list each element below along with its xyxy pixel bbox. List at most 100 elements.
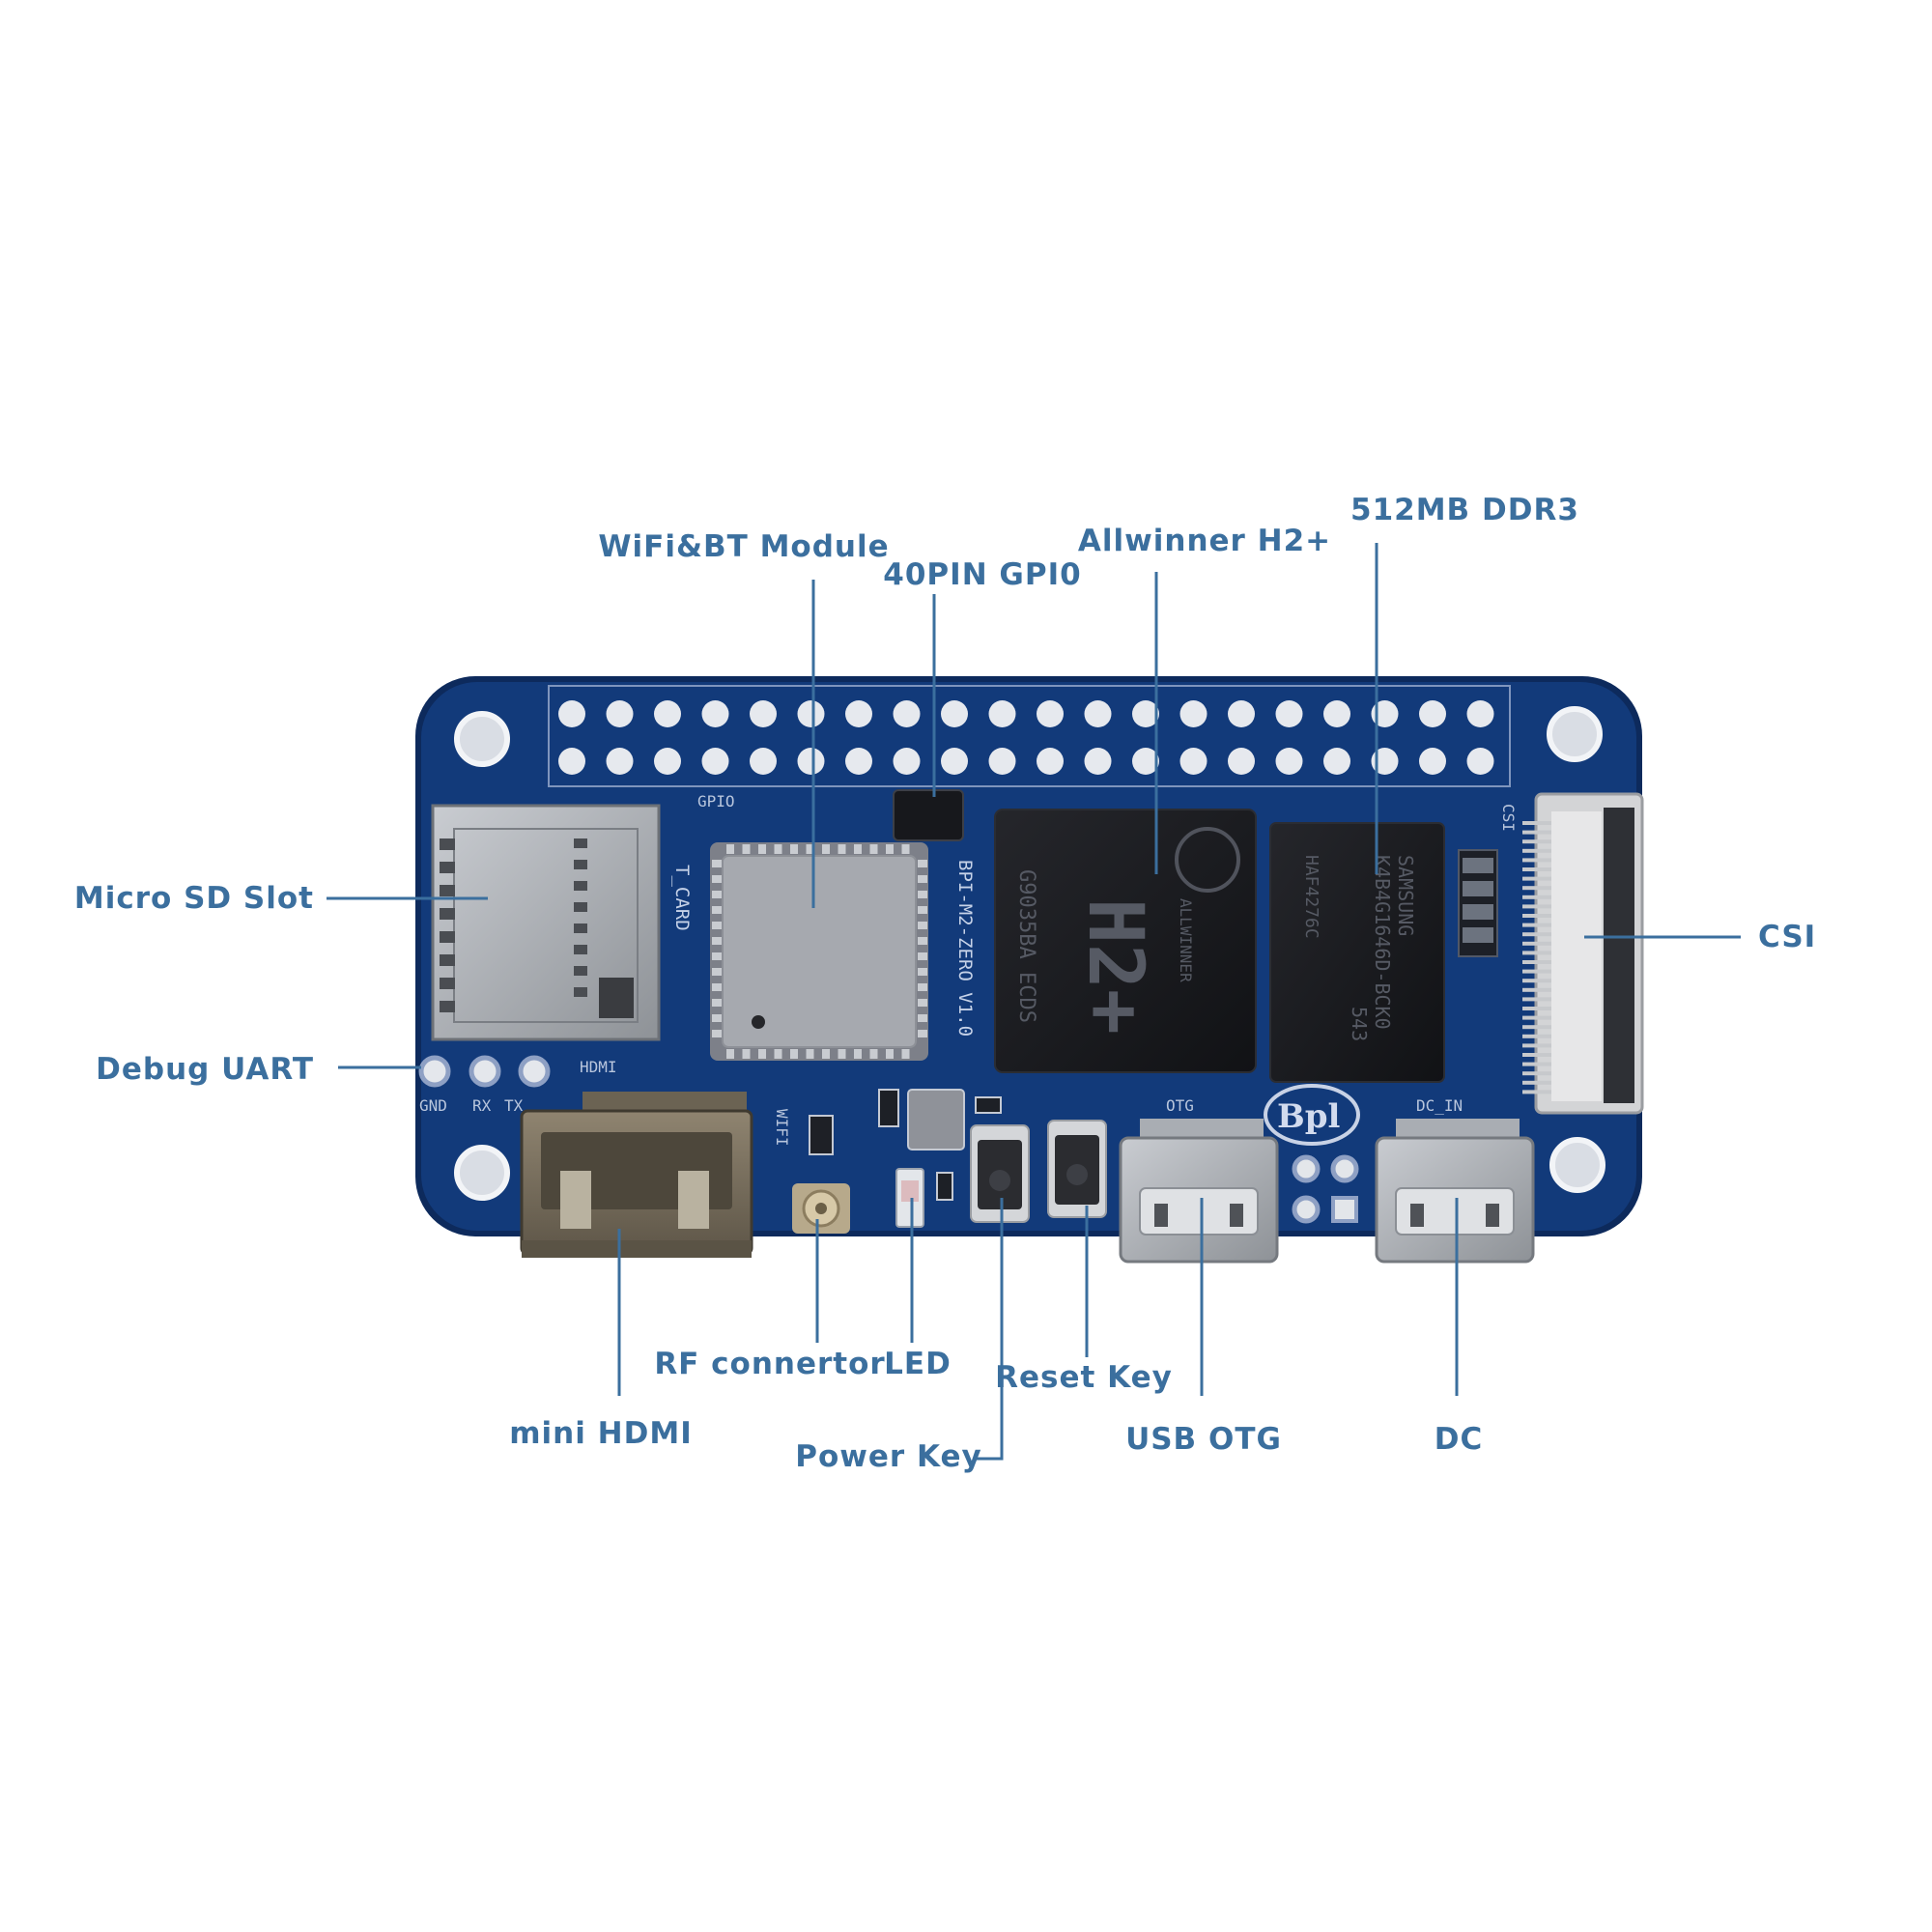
wifi-pads bbox=[712, 844, 927, 1059]
uart-pad-gnd bbox=[418, 1055, 451, 1088]
soc-chip: H2+ ALLWINNER G9035BA ECDS bbox=[994, 809, 1257, 1073]
wifi-pad bbox=[838, 844, 846, 854]
wifi-pad bbox=[712, 922, 722, 929]
csi-pin bbox=[1522, 848, 1551, 853]
mini-hdmi-port: HDMI bbox=[520, 1058, 753, 1258]
wifi-pad bbox=[901, 844, 910, 854]
wifi-pad bbox=[758, 1049, 766, 1059]
gpio-pin bbox=[750, 748, 777, 775]
silk-csi: CSI bbox=[1499, 804, 1518, 832]
wifi-pad bbox=[790, 844, 798, 854]
gpio-pin bbox=[1228, 748, 1255, 775]
wifi-pad bbox=[822, 1049, 830, 1059]
power-key-part bbox=[970, 1124, 1030, 1223]
silk-tx: TX bbox=[504, 1096, 524, 1115]
gpio-header: GPIO bbox=[548, 685, 1511, 810]
test-pads bbox=[1292, 1154, 1359, 1224]
wifi-pad bbox=[918, 891, 927, 898]
silk-gpio: GPIO bbox=[697, 792, 735, 810]
wifi-pad bbox=[854, 844, 862, 854]
label-power-key: Power Key bbox=[795, 1439, 981, 1474]
rf-connector-part: WIFI bbox=[773, 1109, 850, 1234]
csi-pin bbox=[1522, 987, 1551, 992]
csi-pin bbox=[1522, 867, 1551, 871]
wifi-pad bbox=[790, 1049, 798, 1059]
gpio-pin bbox=[1275, 748, 1303, 775]
gpio-pin bbox=[558, 700, 585, 727]
wifi-pad bbox=[712, 937, 722, 945]
bpi-logo: Bpl bbox=[1264, 1084, 1360, 1146]
csi-pin bbox=[1522, 821, 1551, 825]
gpio-pin bbox=[606, 748, 634, 775]
wifi-pad bbox=[742, 844, 751, 854]
gpio-pin bbox=[701, 748, 729, 775]
silk-otg: OTG bbox=[1166, 1096, 1194, 1115]
gpio-pin bbox=[750, 700, 777, 727]
gpio-pin bbox=[845, 700, 872, 727]
silk-board-name: BPI-M2-ZERO V1.0 bbox=[954, 860, 976, 1037]
soc-mark-brand: ALLWINNER bbox=[1177, 898, 1195, 982]
micro-sd-slot: T_CARD bbox=[431, 804, 693, 1041]
wifi-pad bbox=[918, 906, 927, 914]
wifi-pad bbox=[886, 1049, 894, 1059]
wifi-pad bbox=[918, 1014, 927, 1022]
ram-mark-part: K4B4G1646D-BCK0 bbox=[1371, 855, 1394, 1030]
wifi-pad bbox=[806, 1049, 814, 1059]
wifi-pad bbox=[712, 968, 722, 976]
ddr3-chip: SAMSUNG K4B4G1646D-BCK0 543 HAF4276C bbox=[1269, 822, 1445, 1083]
sd-contact bbox=[574, 987, 587, 997]
csi-pin bbox=[1522, 830, 1551, 835]
gpio-pin bbox=[893, 748, 921, 775]
wifi-pad bbox=[712, 906, 722, 914]
csi-pin bbox=[1522, 1034, 1551, 1038]
wifi-pad bbox=[918, 860, 927, 867]
debug-uart-pads: GND RX TX bbox=[418, 1055, 551, 1115]
sd-contact bbox=[574, 838, 587, 848]
uart-pad-tx bbox=[518, 1055, 551, 1088]
gpio-pin bbox=[1084, 700, 1112, 727]
wifi-pad bbox=[742, 1049, 751, 1059]
sd-contact bbox=[574, 923, 587, 933]
wifi-pad bbox=[712, 1030, 722, 1037]
gpio-pin bbox=[893, 700, 921, 727]
gpio-pin bbox=[797, 700, 825, 727]
sd-contact bbox=[440, 954, 455, 966]
csi-pin bbox=[1522, 932, 1551, 937]
wifi-pad bbox=[918, 937, 927, 945]
csi-pin bbox=[1522, 895, 1551, 899]
wifi-pad bbox=[918, 1030, 927, 1037]
csi-pin bbox=[1522, 923, 1551, 927]
sd-contact bbox=[440, 838, 455, 850]
label-reset-key: Reset Key bbox=[995, 1360, 1173, 1395]
csi-pin bbox=[1522, 997, 1551, 1002]
ram-mark-lot: HAF4276C bbox=[1301, 855, 1321, 939]
csi-pin bbox=[1522, 1015, 1551, 1020]
gpio-pin bbox=[1037, 700, 1064, 727]
wifi-pad bbox=[712, 1014, 722, 1022]
uart-pad-rx bbox=[469, 1055, 501, 1088]
csi-pin bbox=[1522, 941, 1551, 946]
gpio-pin bbox=[1179, 748, 1208, 775]
sd-contact bbox=[574, 860, 587, 869]
gpio-pin bbox=[1419, 700, 1446, 727]
sd-contact bbox=[440, 931, 455, 943]
wifi-pad bbox=[712, 875, 722, 883]
csi-pin bbox=[1522, 876, 1551, 881]
gpio-pin bbox=[988, 700, 1016, 727]
wifi-pad bbox=[758, 844, 766, 854]
ram-mark-brand: SAMSUNG bbox=[1394, 855, 1417, 936]
label-led: LED bbox=[884, 1347, 952, 1381]
leader-power bbox=[976, 1198, 1004, 1461]
gpio-pin bbox=[797, 748, 825, 775]
mount-hole-bl bbox=[454, 1145, 510, 1201]
gpio-pin bbox=[1466, 700, 1494, 727]
label-debug-uart: Debug UART bbox=[96, 1052, 314, 1087]
regulator-chip bbox=[893, 789, 964, 841]
gpio-pin bbox=[1323, 748, 1350, 775]
mount-hole-br bbox=[1549, 1137, 1605, 1193]
sd-contact bbox=[440, 978, 455, 989]
wifi-pad bbox=[712, 952, 722, 960]
csi-pins bbox=[1522, 821, 1551, 1094]
label-allwinner: Allwinner H2+ bbox=[1078, 524, 1331, 558]
